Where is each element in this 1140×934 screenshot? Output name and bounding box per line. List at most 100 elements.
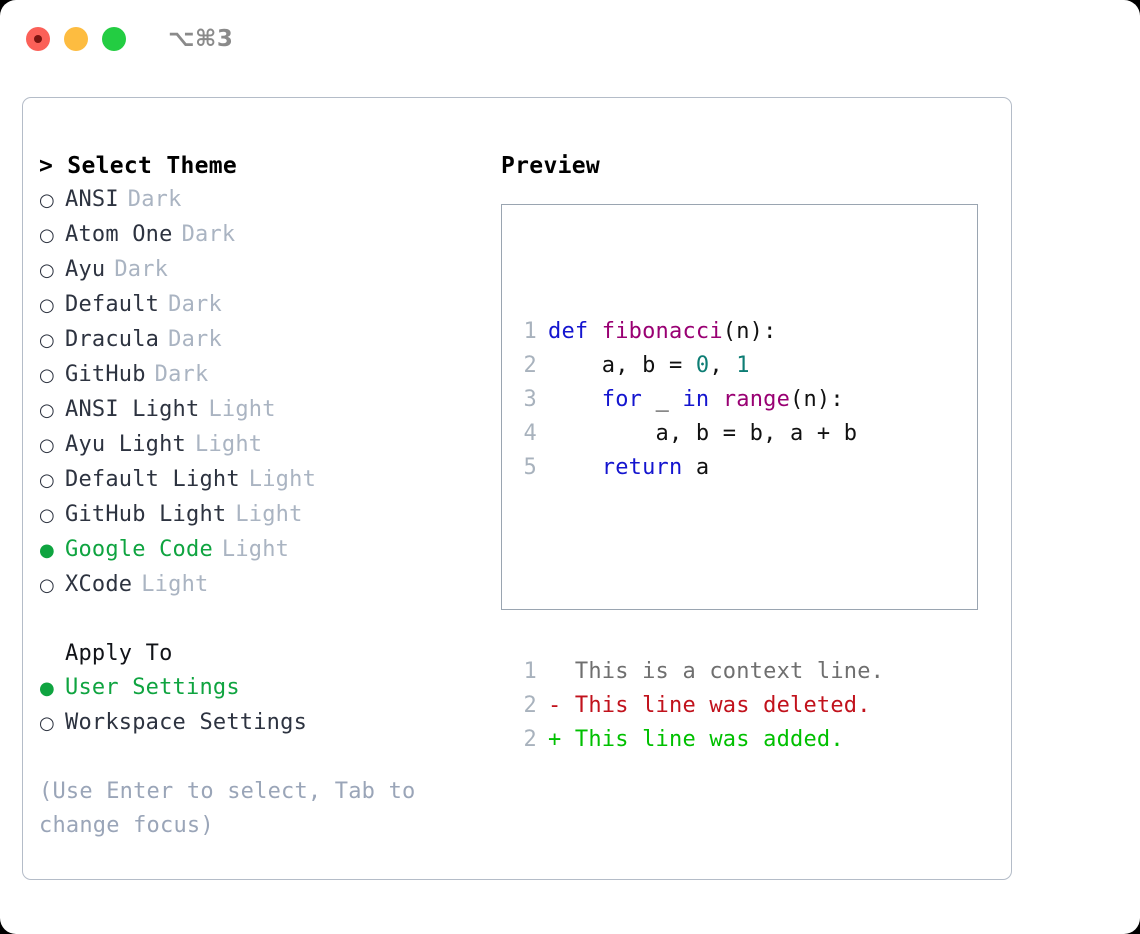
code-token: - This line was deleted. bbox=[548, 693, 871, 718]
apply-to-header: Apply To bbox=[65, 641, 173, 666]
radio-selected-icon[interactable]: ● bbox=[39, 678, 55, 699]
theme-list-item[interactable]: ○ Dracula Dark bbox=[39, 323, 489, 358]
radio-unselected-icon[interactable]: ○ bbox=[39, 505, 55, 526]
line-number: 1 bbox=[523, 659, 537, 684]
radio-unselected-icon[interactable]: ○ bbox=[39, 435, 55, 456]
line-number: 2 bbox=[523, 693, 537, 718]
code-token: _ bbox=[642, 387, 683, 412]
theme-name-label: Dracula bbox=[65, 327, 160, 352]
close-window-icon[interactable] bbox=[26, 27, 50, 51]
code-token: 1 bbox=[736, 353, 750, 378]
line-number: 2 bbox=[523, 727, 537, 752]
code-line: 5 return a bbox=[515, 451, 884, 485]
theme-variant-tag: Dark bbox=[114, 257, 169, 282]
code-spacer bbox=[515, 553, 884, 587]
radio-unselected-icon[interactable]: ○ bbox=[39, 330, 55, 351]
apply-to-list-item[interactable]: ●User Settings bbox=[39, 671, 489, 706]
code-token bbox=[548, 387, 602, 412]
code-line: 4 a, b = b, a + b bbox=[515, 417, 884, 451]
code-token bbox=[548, 455, 602, 480]
theme-name-label: XCode bbox=[65, 572, 133, 597]
theme-variant-tag: Light bbox=[248, 467, 317, 492]
theme-name-label: Default bbox=[65, 292, 160, 317]
code-token: return bbox=[601, 455, 683, 480]
theme-list-item[interactable]: ● Google Code Light bbox=[39, 533, 489, 568]
theme-name-label: Ayu bbox=[65, 257, 106, 282]
line-number: 1 bbox=[523, 319, 537, 344]
code-token: + This line was added. bbox=[548, 727, 844, 752]
theme-variant-tag: Dark bbox=[181, 222, 236, 247]
code-token: in bbox=[682, 387, 710, 412]
theme-name-label: Default Light bbox=[65, 467, 240, 492]
theme-name-label: GitHub Light bbox=[65, 502, 227, 527]
code-line: 3 for _ in range(n): bbox=[515, 383, 884, 417]
code-token: def bbox=[548, 319, 602, 344]
radio-selected-icon[interactable]: ● bbox=[39, 540, 55, 561]
theme-name-label: Atom One bbox=[65, 222, 173, 247]
diff-line: 2 - This line was deleted. bbox=[515, 689, 884, 723]
code-token: a, b = b, a + b bbox=[548, 421, 858, 446]
theme-list-item[interactable]: ○ Ayu Dark bbox=[39, 253, 489, 288]
radio-unselected-icon[interactable]: ○ bbox=[39, 225, 55, 246]
radio-unselected-icon[interactable]: ○ bbox=[39, 575, 55, 596]
theme-variant-tag: Light bbox=[208, 397, 276, 422]
theme-name-label: Ayu Light bbox=[65, 432, 187, 457]
traffic-light-buttons bbox=[26, 27, 126, 51]
theme-variant-tag: Dark bbox=[168, 327, 222, 352]
diff-line: 2 + This line was added. bbox=[515, 723, 884, 757]
diff-line: 1 This is a context line. bbox=[515, 655, 884, 689]
radio-unselected-icon[interactable]: ○ bbox=[39, 295, 55, 316]
theme-list-item[interactable]: ○ ANSI Light Light bbox=[39, 393, 489, 428]
keyboard-shortcut-label: ⌥⌘3 bbox=[168, 26, 234, 52]
theme-list-item[interactable]: ○ GitHub Light Light bbox=[39, 498, 489, 533]
apply-to-list[interactable]: ●User Settings ○ Workspace Settings bbox=[39, 671, 489, 741]
theme-name-label: ANSI bbox=[65, 187, 119, 212]
theme-variant-tag: Dark bbox=[127, 187, 182, 212]
select-theme-header: > Select Theme bbox=[39, 153, 238, 179]
minimize-window-icon[interactable] bbox=[64, 27, 88, 51]
section-spacer bbox=[39, 603, 489, 637]
radio-unselected-icon[interactable]: ○ bbox=[39, 190, 55, 211]
radio-unselected-icon[interactable]: ○ bbox=[39, 713, 55, 734]
theme-list-item[interactable]: ○ ANSI Dark bbox=[39, 183, 489, 218]
theme-list-item[interactable]: ○ Ayu Light Light bbox=[39, 428, 489, 463]
code-line: 2 a, b = 0, 1 bbox=[515, 349, 884, 383]
theme-variant-tag: Light bbox=[221, 537, 290, 562]
radio-unselected-icon[interactable]: ○ bbox=[39, 365, 55, 386]
code-token: 0 bbox=[695, 353, 710, 378]
maximize-window-icon[interactable] bbox=[102, 27, 126, 51]
radio-unselected-icon[interactable]: ○ bbox=[39, 470, 55, 491]
line-number: 5 bbox=[523, 455, 537, 480]
theme-name-label: GitHub bbox=[65, 362, 146, 387]
title-bar: ⌥⌘3 bbox=[0, 0, 1140, 78]
code-token: This is a context line. bbox=[548, 659, 885, 684]
radio-unselected-icon[interactable]: ○ bbox=[39, 400, 55, 421]
radio-unselected-icon[interactable]: ○ bbox=[39, 260, 55, 281]
theme-variant-tag: Light bbox=[235, 502, 303, 527]
code-token: range bbox=[722, 387, 791, 412]
theme-name-label: Google Code bbox=[65, 537, 213, 562]
line-number: 4 bbox=[523, 421, 537, 446]
apply-to-label: Workspace Settings bbox=[65, 710, 308, 735]
theme-list-item[interactable]: ○ Default Light Light bbox=[39, 463, 489, 498]
code-token: a, b = bbox=[548, 353, 696, 378]
theme-list-item[interactable]: ○ Atom One Dark bbox=[39, 218, 489, 253]
theme-name-label: ANSI Light bbox=[65, 397, 200, 422]
diff-lines: 1 This is a context line. 2 - This line wa… bbox=[515, 655, 884, 757]
preview-header: Preview bbox=[501, 153, 601, 179]
apply-to-list-item[interactable]: ○ Workspace Settings bbox=[39, 706, 489, 741]
code-token: (n): bbox=[722, 319, 777, 344]
theme-variant-tag: Light bbox=[195, 432, 263, 457]
keyboard-hint-text: (Use Enter to select, Tab to change focu… bbox=[39, 779, 416, 838]
